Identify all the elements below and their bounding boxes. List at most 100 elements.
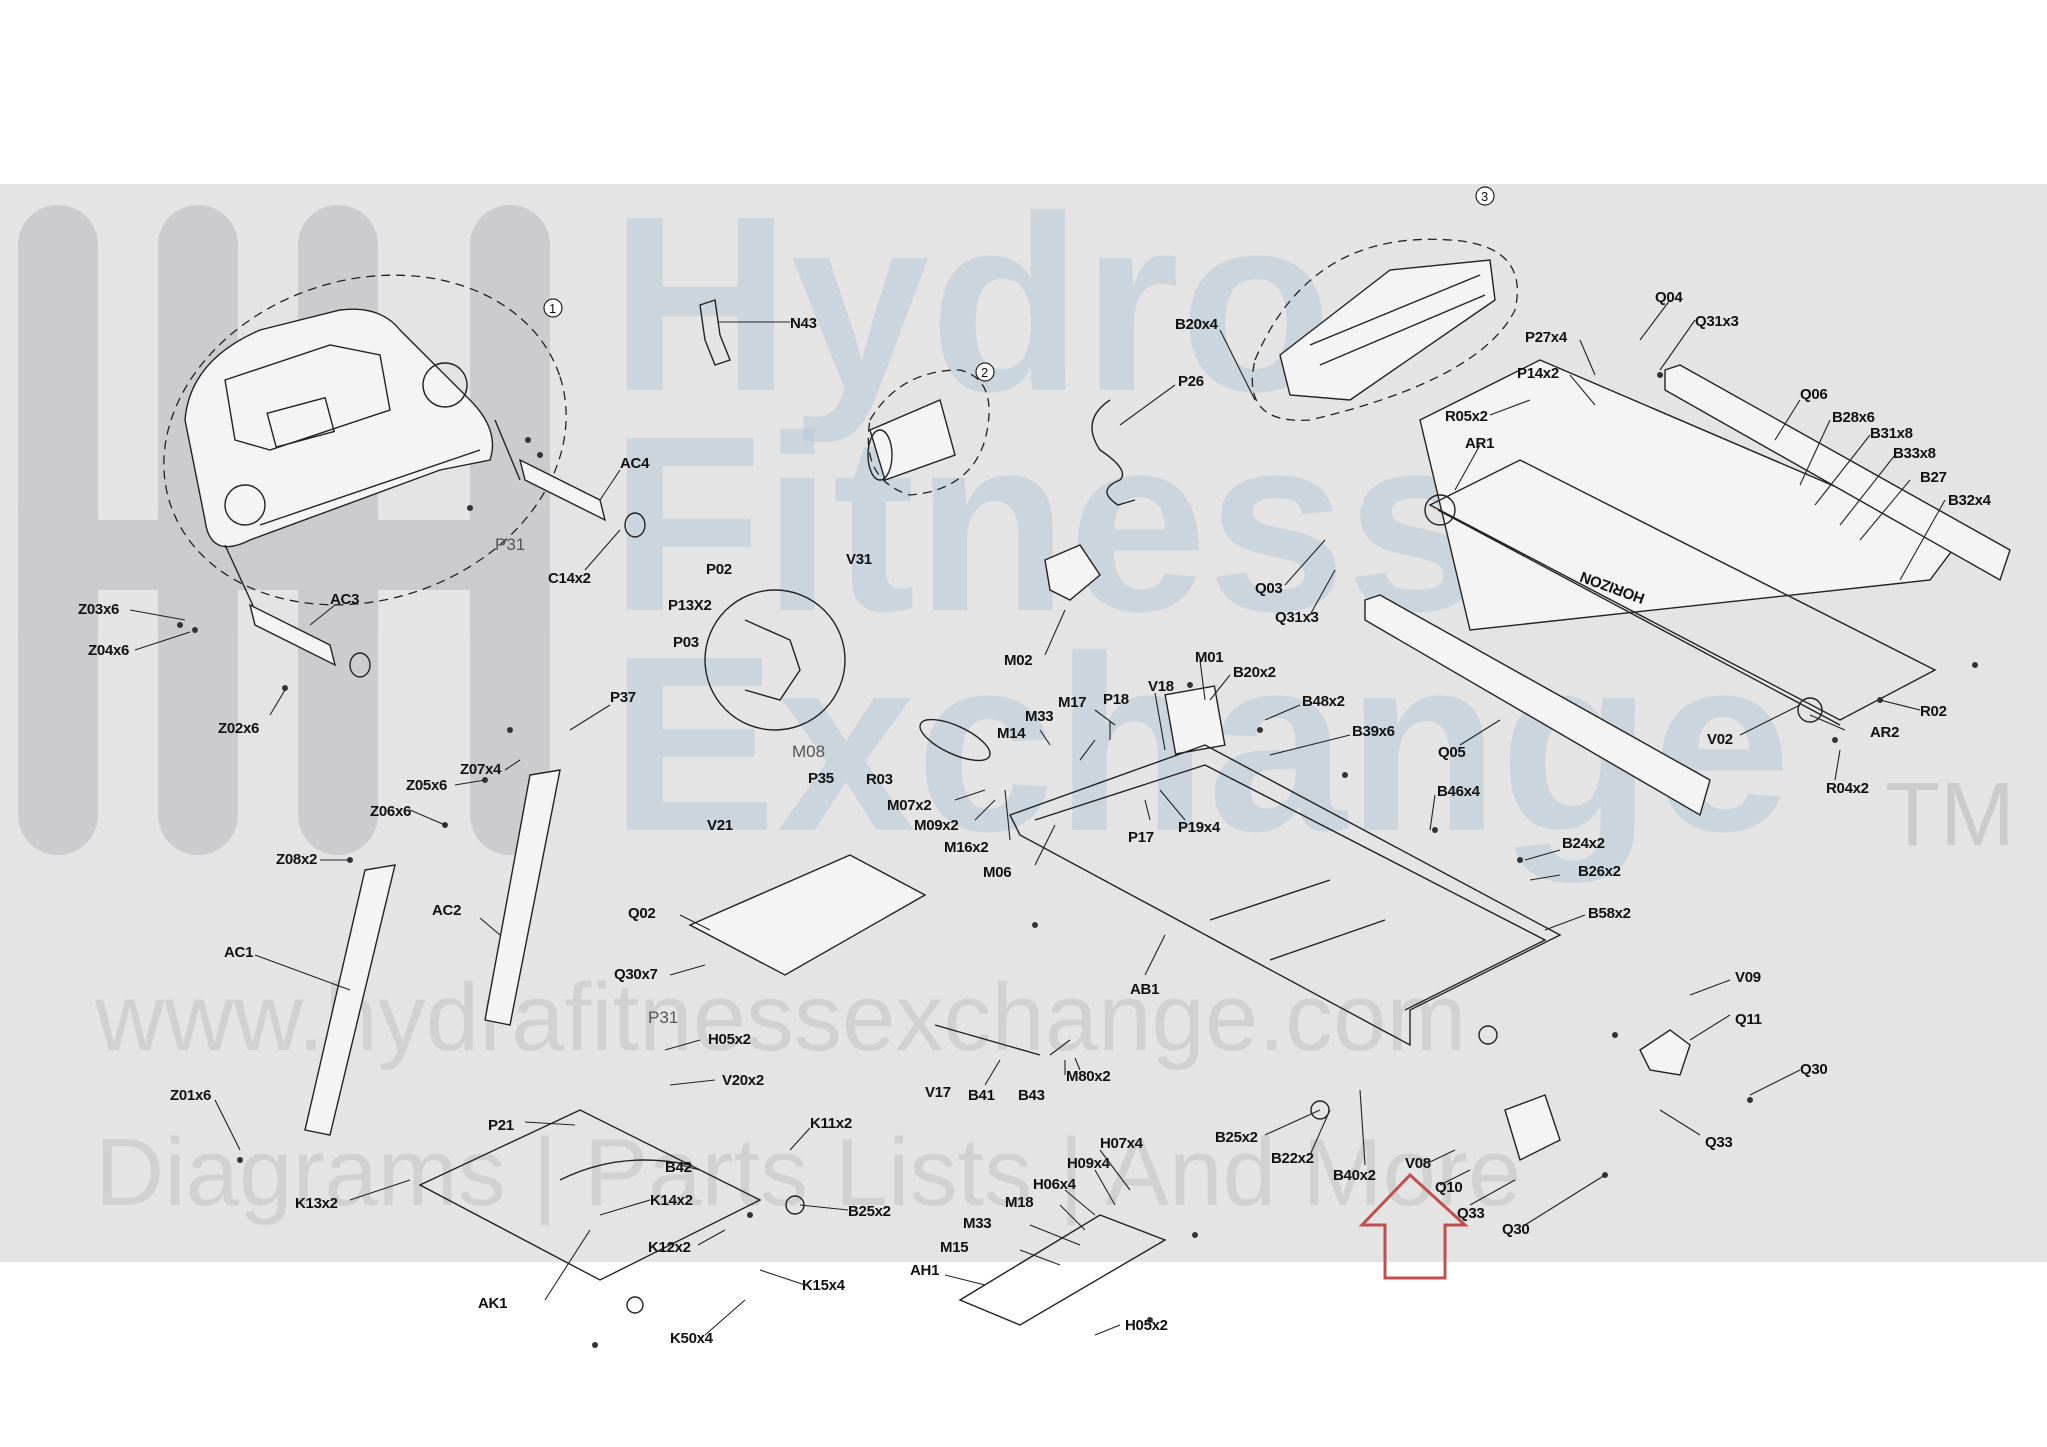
part-n43: [699, 299, 731, 366]
label-Q10: Q10: [1435, 1179, 1462, 1196]
label-P03: P03: [673, 634, 699, 651]
upright-ac2: [484, 769, 561, 1026]
base-ak1: [418, 1109, 762, 1281]
label-B31x8: B31x8: [1870, 425, 1913, 442]
console-assembly: 1: [163, 274, 567, 611]
deck-assembly: HORIZON: [1364, 359, 2011, 817]
label-B32x4: B32x4: [1948, 492, 1992, 509]
label-Z06x6: Z06x6: [370, 803, 411, 820]
label-M17: M17: [1058, 694, 1086, 711]
label-Z05x6: Z05x6: [406, 777, 447, 794]
leader-lines: [129, 299, 1946, 1336]
label-M15: M15: [940, 1239, 968, 1256]
label-B58x2: B58x2: [1588, 905, 1631, 922]
watermark-brand-line2: Fitness: [610, 384, 1485, 663]
svg-text:1: 1: [549, 301, 556, 316]
part-labels: N43 AC4 P31 C14x2 Z03x6 Z04x6 AC3 Z02x6 …: [78, 289, 1992, 1347]
label-M02: M02: [1004, 652, 1032, 669]
label-Q30-bottom: Q30: [1502, 1221, 1529, 1238]
side-rail-q06: [1664, 364, 2011, 582]
label-V31: V31: [846, 551, 872, 568]
label-Q33-bottom: Q33: [1457, 1205, 1484, 1222]
label-Z02x6: Z02x6: [218, 720, 259, 737]
label-AR1: AR1: [1465, 435, 1494, 452]
label-Z04x6: Z04x6: [88, 642, 129, 659]
label-R05x2: R05x2: [1445, 408, 1488, 425]
label-P18: P18: [1103, 691, 1129, 708]
tray-q02: [688, 854, 927, 976]
label-K13x2: K13x2: [295, 1195, 338, 1212]
label-AB1: AB1: [1130, 981, 1159, 998]
label-B46x4: B46x4: [1437, 783, 1481, 800]
label-M80x2: M80x2: [1066, 1068, 1110, 1085]
label-V21: V21: [707, 817, 733, 834]
label-P35: P35: [808, 770, 834, 787]
hood-assembly: 3: [1251, 186, 1519, 421]
label-Q33-right: Q33: [1705, 1134, 1732, 1151]
label-H09x4: H09x4: [1067, 1155, 1111, 1172]
label-P31-mid: P31: [648, 1008, 678, 1027]
label-P17: P17: [1128, 829, 1154, 846]
label-V09: V09: [1735, 969, 1761, 986]
endcap-q11: [1639, 1029, 1691, 1076]
label-P13X2: P13X2: [668, 597, 712, 614]
label-B25x2-left: B25x2: [848, 1203, 891, 1220]
label-B42: B42: [665, 1159, 692, 1176]
label-Q11: Q11: [1735, 1011, 1762, 1028]
label-Q30-right: Q30: [1800, 1061, 1827, 1078]
label-B39x6: B39x6: [1352, 723, 1395, 740]
handlebar-ac3: [248, 603, 337, 667]
label-AC3: AC3: [330, 591, 359, 608]
label-Q30x7: Q30x7: [614, 966, 658, 983]
label-M14: M14: [997, 725, 1026, 742]
label-B24x2: B24x2: [1562, 835, 1605, 852]
label-M01: M01: [1195, 649, 1223, 666]
circuit-m01: [1164, 685, 1226, 755]
label-M18: M18: [1005, 1194, 1033, 1211]
label-V02: V02: [1707, 731, 1733, 748]
handlebar-ac4: [518, 458, 607, 522]
label-B43: B43: [1018, 1087, 1045, 1104]
base-ah1: [958, 1214, 1167, 1326]
label-B40x2: B40x2: [1333, 1167, 1376, 1184]
label-M06: M06: [983, 864, 1011, 881]
label-K14x2: K14x2: [650, 1192, 693, 1209]
controller-m02: [1044, 544, 1101, 601]
label-Q31x3-mid: Q31x3: [1275, 609, 1319, 626]
rod-v17: [934, 1024, 1041, 1056]
label-P26: P26: [1178, 373, 1204, 390]
svg-text:2: 2: [981, 365, 988, 380]
label-K11x2: K11x2: [810, 1115, 852, 1132]
label-B25x2-right: B25x2: [1215, 1129, 1258, 1146]
label-AC4: AC4: [620, 455, 650, 472]
label-H06x4: H06x4: [1033, 1176, 1077, 1193]
label-Q06: Q06: [1800, 386, 1827, 403]
label-Q03: Q03: [1255, 580, 1282, 597]
label-Q31x3-top: Q31x3: [1695, 313, 1739, 330]
label-Q04: Q04: [1655, 289, 1683, 306]
label-Z01x6: Z01x6: [170, 1087, 211, 1104]
power-cord-p26: [1091, 399, 1136, 506]
label-B20x2: B20x2: [1233, 664, 1276, 681]
label-P02: P02: [706, 561, 732, 578]
label-M16x2: M16x2: [944, 839, 988, 856]
label-V17: V17: [925, 1084, 951, 1101]
label-Z07x4: Z07x4: [460, 761, 502, 778]
label-R04x2: R04x2: [1826, 780, 1869, 797]
side-rail-q05: [1364, 594, 1711, 817]
watermark-trademark: TM: [1885, 765, 2015, 865]
label-H07x4: H07x4: [1100, 1135, 1144, 1152]
label-P14x2: P14x2: [1517, 365, 1559, 382]
label-M08: M08: [792, 742, 825, 761]
upright-ac1: [304, 864, 396, 1136]
watermark-brand-line1: Hydro: [610, 164, 1332, 443]
label-B48x2: B48x2: [1302, 693, 1345, 710]
label-N43: N43: [790, 315, 817, 332]
label-Z08x2: Z08x2: [276, 851, 317, 868]
label-M09x2: M09x2: [914, 817, 958, 834]
label-B26x2: B26x2: [1578, 863, 1621, 880]
watermark-tagline: Diagrams | Parts Lists | And More: [95, 1119, 1521, 1226]
label-V08: V08: [1405, 1155, 1431, 1172]
label-R03: R03: [866, 771, 893, 788]
